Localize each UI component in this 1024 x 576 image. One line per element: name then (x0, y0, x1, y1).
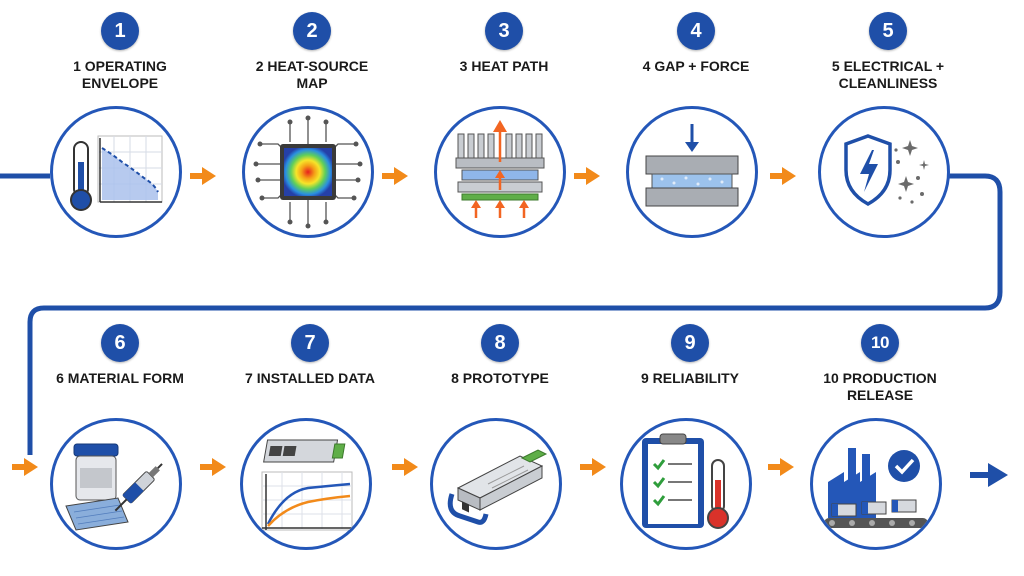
thermometer-graph-icon (50, 106, 182, 238)
orange-arrows-row2 (12, 458, 794, 476)
step-number-badge: 7 (291, 324, 329, 362)
step-number-badge: 6 (101, 324, 139, 362)
step-number-badge: 5 (869, 12, 907, 50)
orange-arrows-row1 (190, 167, 796, 185)
step-label: 2 HEAT-SOURCE MAP (255, 58, 369, 91)
step-number-badge: 10 (861, 324, 899, 362)
step-label: 8 PROTOTYPE (451, 370, 549, 386)
heatsink-icon (434, 106, 566, 238)
flow-line-connector (27, 173, 1003, 455)
step-label: 5 ELECTRICAL + CLEANLINESS (831, 58, 945, 91)
compression-icon (626, 106, 758, 238)
clipboard-thermometer-icon (620, 418, 752, 550)
transceiver-icon (430, 418, 562, 550)
jar-syringe-icon (50, 418, 182, 550)
step-number-badge: 8 (481, 324, 519, 362)
chip-heatmap-icon (242, 106, 374, 238)
step-number-badge: 2 (293, 12, 331, 50)
shield-sparkle-icon (818, 106, 950, 238)
module-graph-icon (240, 418, 372, 550)
step-number-badge: 1 (101, 12, 139, 50)
step-label: 6 MATERIAL FORM (56, 370, 184, 386)
step-number-badge: 9 (671, 324, 709, 362)
step-label: 4 GAP + FORCE (642, 58, 750, 74)
step-label: 7 INSTALLED DATA (245, 370, 375, 386)
step-number-badge: 4 (677, 12, 715, 50)
factory-icon (810, 418, 942, 550)
step-label: 3 HEAT PATH (459, 58, 549, 74)
step-number-badge: 3 (485, 12, 523, 50)
step-label: 1 OPERATING ENVELOPE (73, 58, 167, 91)
step-label: 9 RELIABILITY (640, 370, 739, 386)
step-label: 10 PRODUCTION RELEASE (823, 370, 937, 403)
